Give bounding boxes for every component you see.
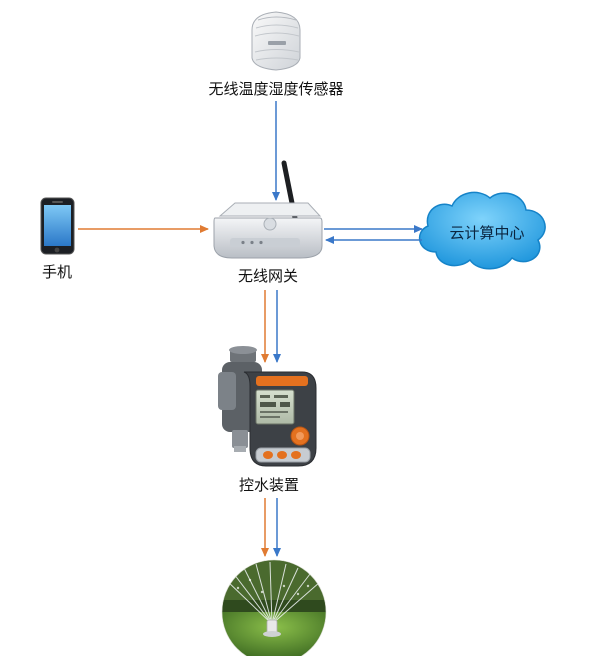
- controller-label: 控水装置: [238, 476, 300, 494]
- sensor-device-icon: [251, 11, 301, 71]
- sprinkler-frame: [221, 559, 327, 656]
- cloud-label: 云计算中心: [449, 224, 525, 242]
- sprinkler-icon: [222, 560, 326, 656]
- phone-label: 手机: [41, 263, 73, 281]
- sensor-label: 无线温度湿度传感器: [208, 80, 344, 98]
- gateway-label: 无线网关: [237, 267, 299, 285]
- smartphone-icon: [40, 197, 75, 255]
- cloud-icon: [418, 191, 546, 270]
- water-timer-icon: [218, 346, 317, 467]
- wireless-router-icon: [213, 160, 323, 259]
